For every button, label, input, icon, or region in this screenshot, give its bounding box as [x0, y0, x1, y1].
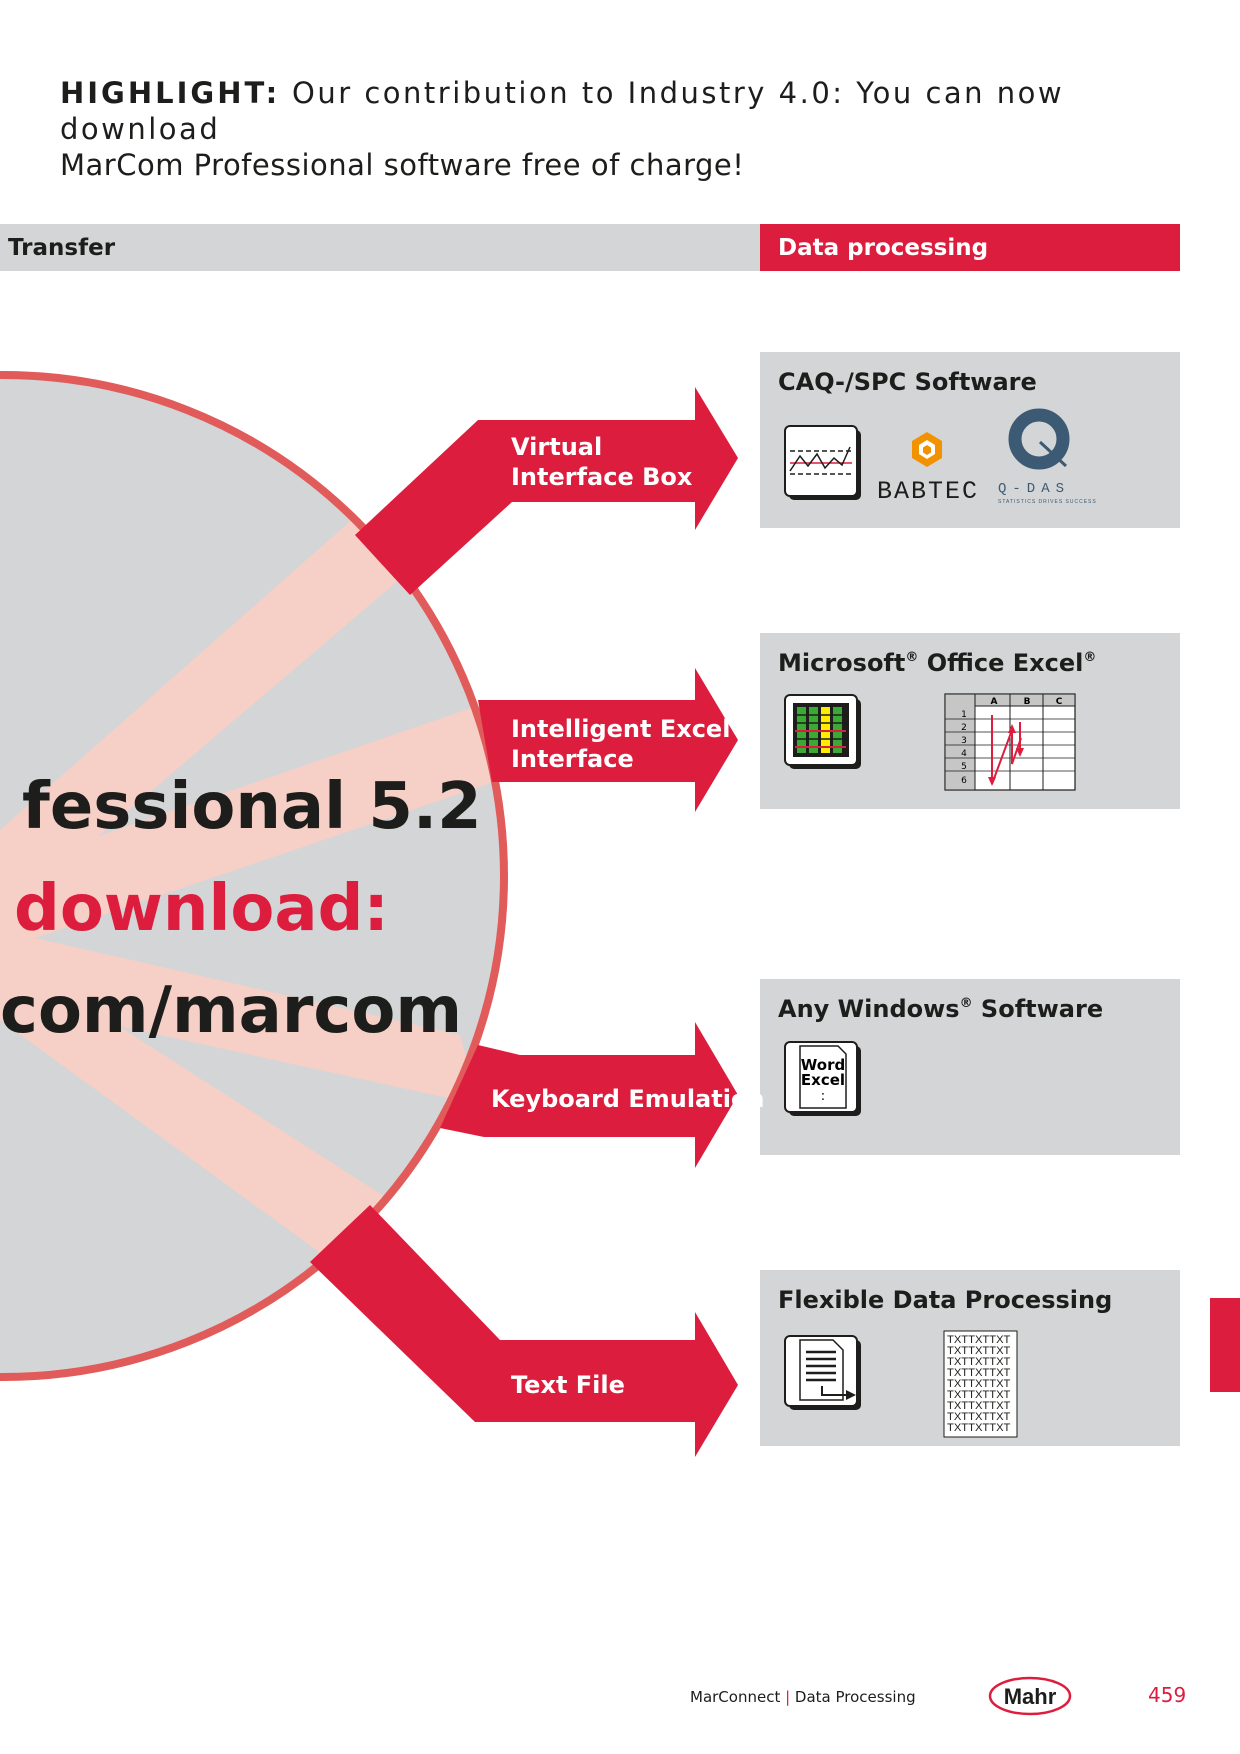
arrow-label-excel: Intelligent Excel Interface [511, 715, 731, 773]
txt-line-3: TXTTXTTXT [947, 1356, 1011, 1368]
circle-text-line1: fessional 5.2 [22, 770, 482, 844]
mahr-logo-icon: Mahr [988, 1676, 1072, 1716]
excel-label: Excel [801, 1071, 845, 1089]
text-document-icon [784, 1335, 861, 1410]
transfer-label: Transfer [8, 235, 116, 261]
flexible-data-title: Flexible Data Processing [778, 1286, 1113, 1314]
babtec-logo-text: BABTEC [877, 477, 979, 506]
qdas-tagline: STATISTICS DRIVES SUCCESS [998, 499, 1097, 505]
data-processing-label: Data processing [778, 235, 989, 261]
mahr-logo-text: Mahr [1004, 1684, 1057, 1709]
highlight-line2: MarCom Professional software free of cha… [60, 148, 745, 182]
txt-line-7: TXTTXTTXT [947, 1400, 1011, 1412]
txt-line-6: TXTTXTTXT [947, 1389, 1011, 1401]
beam-textfile [0, 950, 390, 1260]
ellipsis-label: : [821, 1089, 825, 1104]
download-circle [0, 375, 504, 1377]
arrow-virtual-interface-box [355, 387, 738, 595]
arrow-text-file [310, 1205, 738, 1457]
babtec-logo-icon [912, 432, 942, 467]
excel-row-1: 1 [961, 710, 967, 720]
highlight-line1: Our contribution to Industry 4.0: You ca… [60, 76, 1065, 146]
side-tab-marker [1210, 1298, 1240, 1392]
txt-line-5: TXTTXTTXT [947, 1378, 1011, 1390]
beams [0, 495, 500, 1260]
excel-bars-icon [784, 694, 861, 769]
highlight-label: HIGHLIGHT: [60, 76, 281, 110]
arrow-intelligent-excel [478, 668, 738, 812]
circle-text-line3: com/marcom [0, 974, 462, 1048]
txt-block-icon: TXTTXTTXT TXTTXTTXT TXTTXTTXT TXTTXTTXT … [943, 1330, 1018, 1438]
spc-chart-icon [784, 425, 861, 500]
txt-line-2: TXTTXTTXT [947, 1345, 1011, 1357]
footer-breadcrumb: MarConnect | Data Processing [690, 1688, 916, 1706]
data-processing-section-bar: Data processing [760, 224, 1180, 271]
word-label: Word [801, 1056, 845, 1074]
excel-col-b: B [1024, 697, 1031, 707]
page-number: 459 [1148, 1683, 1187, 1707]
arrow-label-virtual: Virtual Interface Box [511, 433, 693, 491]
txt-line-1: TXTTXTTXT [947, 1334, 1011, 1346]
any-windows-title: Any Windows® Software [778, 995, 1104, 1023]
qdas-logo-text: Q-DAS [998, 481, 1070, 497]
excel-col-c: C [1056, 697, 1063, 707]
txt-line-8: TXTTXTTXT [947, 1411, 1011, 1423]
excel-title: Microsoft® Office Excel® [778, 649, 1097, 677]
qdas-logo-icon [1008, 408, 1070, 470]
excel-row-3: 3 [961, 736, 967, 746]
arrow-label-textfile: Text File [511, 1371, 625, 1399]
beam-keyboard [0, 930, 480, 1105]
beam-virtual [0, 495, 440, 920]
txt-line-4: TXTTXTTXT [947, 1367, 1011, 1379]
excel-row-6: 6 [961, 776, 967, 786]
txt-line-9: TXTTXTTXT [947, 1422, 1011, 1434]
highlight-heading: HIGHLIGHT: Our contribution to Industry … [60, 75, 1180, 183]
arrow-keyboard-emulation [440, 1022, 738, 1168]
arrow-label-keyboard: Keyboard Emulation [491, 1085, 765, 1113]
word-excel-document-icon: Word Excel : [784, 1041, 861, 1116]
excel-grid-icon: A B C 1 2 3 4 5 6 [944, 693, 1076, 791]
excel-row-5: 5 [961, 762, 967, 772]
beam-excel [0, 705, 500, 950]
excel-row-4: 4 [961, 749, 967, 759]
circle-text-line2: download: [14, 872, 389, 946]
transfer-section-bar: Transfer [0, 224, 760, 271]
excel-col-a: A [991, 697, 998, 707]
excel-row-2: 2 [961, 723, 967, 733]
caq-spc-title: CAQ-/SPC Software [778, 368, 1037, 396]
circle-ring [0, 371, 508, 1381]
